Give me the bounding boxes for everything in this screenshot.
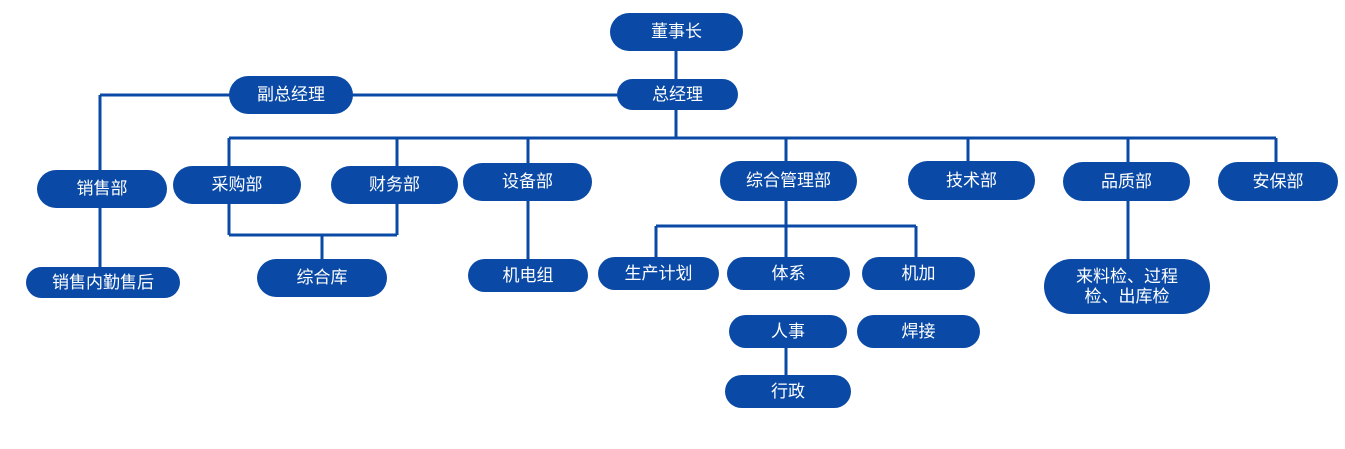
node-equipment: 设备部 [463, 163, 592, 201]
node-general-management: 综合管理部 [720, 161, 857, 201]
node-inspection: 来料检、过程检、出库检 [1044, 259, 1210, 314]
node-administration: 行政 [725, 375, 851, 408]
node-sales-office: 销售内勤售后 [26, 267, 180, 298]
node-general-manager: 总经理 [617, 79, 738, 110]
node-electromechanical: 机电组 [468, 259, 588, 292]
node-security: 安保部 [1218, 162, 1338, 201]
node-warehouse: 综合库 [257, 259, 387, 297]
node-personnel: 人事 [729, 315, 847, 348]
node-welding: 焊接 [857, 315, 980, 348]
node-machining: 机加 [862, 257, 975, 290]
node-production-plan: 生产计划 [598, 257, 719, 290]
node-sales: 销售部 [37, 170, 167, 208]
node-technology: 技术部 [908, 161, 1035, 200]
node-deputy-gm: 副总经理 [229, 76, 353, 114]
node-chairman: 董事长 [610, 13, 743, 51]
node-finance: 财务部 [331, 166, 458, 204]
node-quality: 品质部 [1063, 162, 1190, 201]
node-system: 体系 [727, 257, 850, 290]
node-purchasing: 采购部 [173, 166, 301, 204]
